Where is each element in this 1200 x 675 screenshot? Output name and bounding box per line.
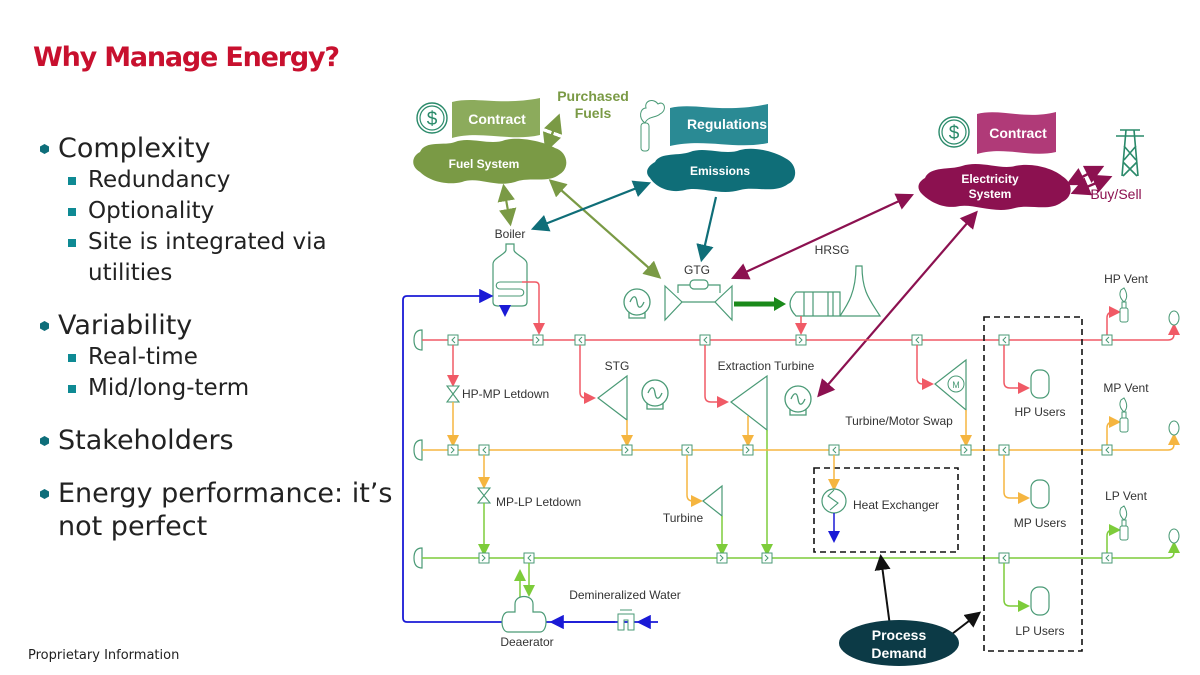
gtg-label: GTG [684,263,710,277]
extraction-turbine-label: Extraction Turbine [718,359,815,373]
lp-vent-label: LP Vent [1105,489,1147,503]
mp-vent-label: MP Vent [1103,381,1149,395]
hp-mp-letdown-valve-icon [445,385,461,403]
contract-electricity-flag [977,112,1056,154]
buy-arrow [1065,165,1105,186]
bullet-list: Complexity Redundancy Optionality Site i… [40,126,400,543]
electricity-extraction-gen-arrow [817,210,978,398]
demineralized-water-label: Demineralized Water [569,588,681,602]
water-tap-icon [617,609,635,631]
boiler-icon [492,243,528,307]
contract-fuel-flag [452,98,540,138]
lp-users-label: LP Users [1015,624,1064,638]
fuel-to-boiler-arrow [497,183,517,227]
hp-users-icon [1030,369,1050,399]
fuel-system-cloud [413,138,567,184]
contract-electricity-label: Contract [989,125,1047,141]
emissions-label: Emissions [690,164,750,178]
electricity-system-label-2: System [969,187,1012,201]
heat-exchanger-box [813,467,959,553]
emissions-boiler-arrow [530,180,652,232]
slide-title: Why Manage Energy? [33,42,340,73]
sell-arrow [1070,174,1113,196]
process-demand-label-2: Demand [871,645,926,661]
sub-bullet-site-integrated: Site is integrated via utilities [40,227,400,289]
gtg-icon [664,279,733,322]
bullet-energy-performance: Energy performance: it’s not perfect [40,477,400,543]
turbine-motor-swap-label: Turbine/Motor Swap [845,414,953,428]
bullet-complexity: Complexity [40,132,400,165]
turbine-label: Turbine [663,511,704,525]
extraction-turbine-icon [729,374,768,432]
feedwater-line [402,288,640,623]
bullet-variability: Variability [40,309,400,342]
mp-lp-letdown-label: MP-LP Letdown [496,495,581,509]
hp-vent-icon [1119,287,1129,323]
contract-fuel-label: Contract [468,111,526,127]
turbine-icon [702,484,723,518]
deaerator-label: Deaerator [500,635,553,649]
sub-bullet-optionality: Optionality [40,196,400,227]
stg-generator-icon [641,379,669,410]
emissions-cloud [647,148,796,192]
dollar-icon [938,116,970,148]
hp-users-label: HP Users [1014,405,1065,419]
mp-users-icon [1030,479,1050,509]
fuel-system-label: Fuel System [449,157,520,171]
emissions-gtg-arrow [696,196,718,263]
process-demand-label-1: Process [872,627,927,643]
extraction-generator-icon [784,385,812,416]
stg-turbine-icon [597,374,628,422]
purchased-fuels-arrow [542,113,563,153]
mp-vent-icon [1119,397,1129,433]
process-users-box [983,316,1083,652]
process-demand-ellipse [839,620,959,666]
transmission-tower-icon [1116,129,1144,177]
gtg-generator-icon [623,288,651,319]
chimney-icon [640,100,665,152]
hrsg-icon [789,265,882,317]
heat-exchanger-icon [821,488,847,514]
regulations-flag [670,104,768,146]
purchased-fuels-label-2: Fuels [575,105,612,121]
stg-label: STG [605,359,630,373]
sub-bullet-redundancy: Redundancy [40,165,400,196]
regulations-label: Regulations [687,116,767,132]
boiler-label: Boiler [495,227,526,241]
fuel-to-gtg-arrow [548,179,662,279]
electricity-gtg-arrow [731,193,914,280]
sub-bullet-real-time: Real-time [40,342,400,373]
lp-vent-icon [1119,505,1129,541]
electricity-system-cloud [918,164,1071,210]
footer-proprietary: Proprietary Information [28,648,180,663]
bullet-stakeholders: Stakeholders [40,424,400,457]
svg-text:M: M [952,380,960,390]
heat-exchanger-label: Heat Exchanger [853,498,939,512]
contract-fuel-group: Contract [416,98,540,138]
sub-bullet-mid-long-term: Mid/long-term [40,373,400,404]
lp-users-icon [1030,586,1050,616]
hp-mp-letdown-label: HP-MP Letdown [462,387,549,401]
purchased-fuels-label-1: Purchased [557,88,629,104]
deaerator-icon [501,595,547,633]
electricity-system-label-1: Electricity [961,172,1019,186]
buy-sell-label: Buy/Sell [1090,186,1141,202]
mp-users-label: MP Users [1014,516,1066,530]
hrsg-label: HRSG [815,243,850,257]
mp-lp-letdown-valve-icon [476,487,492,504]
hp-vent-label: HP Vent [1104,272,1148,286]
dollar-icon [416,102,448,134]
